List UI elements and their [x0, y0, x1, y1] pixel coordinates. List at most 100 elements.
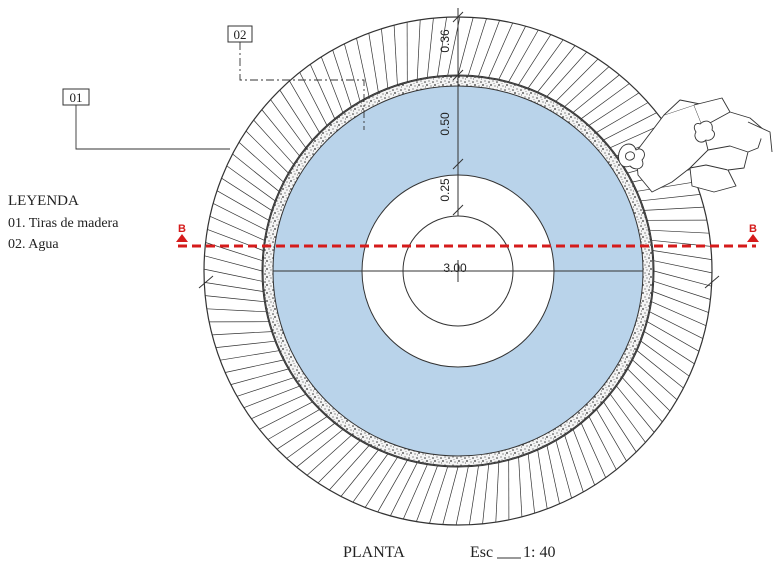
wood-slat	[212, 331, 272, 336]
wood-slat	[306, 435, 352, 476]
wood-slat	[610, 394, 646, 443]
wood-slat	[390, 462, 418, 516]
wood-slat	[637, 181, 696, 192]
wood-slat	[251, 393, 306, 420]
wood-slat	[478, 20, 500, 77]
wood-slat	[640, 194, 701, 202]
dim-label-center: 3.00	[443, 261, 467, 275]
wood-slat	[299, 72, 328, 126]
dim-tick-2	[452, 69, 464, 81]
wood-slat	[329, 445, 370, 491]
callout-label-01: 01	[70, 90, 83, 105]
wood-slat	[622, 377, 663, 423]
leader-line-02	[239, 42, 365, 130]
wood-slat	[205, 295, 265, 303]
wood-slats	[203, 16, 713, 526]
wood-slat	[344, 43, 361, 102]
wood-slat	[527, 453, 535, 514]
dim-label-mid: 0.50	[438, 112, 452, 136]
dim-label-inner: 0.25	[438, 178, 452, 202]
wood-slat	[581, 83, 630, 119]
dim-label-top: 0.36	[438, 29, 452, 53]
wood-slat	[232, 153, 280, 192]
wood-slat	[653, 260, 713, 274]
wood-slat	[226, 165, 276, 202]
dim-tick-4	[452, 204, 464, 216]
wood-slat	[647, 321, 700, 352]
wood-slat	[442, 466, 459, 525]
wood-slat	[518, 457, 523, 517]
wood-slat	[546, 445, 560, 504]
wood-slat	[649, 229, 710, 234]
legend-item-02: 02. Agua	[8, 237, 59, 252]
wood-slat	[221, 177, 272, 211]
wood-slat	[632, 359, 678, 400]
legend-item-01: 01. Tiras de madera	[8, 216, 119, 231]
wood-slat	[495, 462, 500, 523]
scale-value: 1: 40	[523, 544, 555, 561]
wood-slat	[644, 206, 704, 211]
scale-label: Esc	[470, 544, 493, 561]
wood-slat	[204, 255, 263, 272]
wood-slat	[426, 18, 434, 78]
wood-slat	[261, 109, 300, 157]
wood-slat	[206, 308, 267, 313]
wood-slat	[546, 51, 587, 97]
wood-slat	[416, 19, 421, 80]
wood-slat	[209, 215, 265, 241]
wood-slat	[243, 385, 300, 409]
wood-slat	[603, 401, 637, 453]
wood-slat	[429, 466, 449, 524]
wood-slat	[596, 102, 649, 133]
wood-slat	[457, 17, 474, 76]
view-title: PLANTA	[343, 544, 405, 561]
wood-slat	[393, 25, 398, 85]
wood-slat	[482, 464, 490, 524]
wood-slat	[644, 331, 695, 365]
wood-slat	[356, 38, 370, 97]
wood-slat	[204, 282, 264, 292]
wood-slat	[245, 130, 289, 174]
section-marker-left-icon	[176, 234, 188, 242]
wood-slat	[627, 368, 671, 412]
wood-slat	[616, 385, 655, 433]
wood-slat	[402, 464, 428, 520]
wood-slat	[518, 34, 552, 85]
callout-label-02: 02	[234, 27, 247, 42]
plant-sketch	[618, 97, 773, 193]
wood-slat	[653, 270, 712, 287]
wood-slat	[651, 301, 707, 327]
wood-slat	[603, 112, 657, 141]
wood-slat	[381, 28, 389, 89]
wood-slat	[340, 449, 379, 497]
wood-slat	[270, 99, 306, 148]
wood-slat	[216, 190, 269, 221]
wood-slat	[652, 291, 709, 313]
wood-slat	[508, 29, 539, 82]
wood-slat	[205, 242, 263, 262]
wood-slat	[279, 89, 313, 141]
wood-slat	[572, 429, 596, 486]
wood-slat	[377, 460, 408, 513]
wood-slat	[537, 450, 548, 509]
diameter-tick-right	[704, 275, 720, 289]
wood-slat	[225, 359, 284, 373]
wood-slat	[564, 435, 584, 493]
section-label-right: B	[749, 223, 757, 235]
wood-slat	[640, 340, 690, 377]
wood-slat	[267, 409, 320, 440]
wood-slat	[259, 401, 313, 430]
wood-slat	[580, 423, 607, 478]
wood-slat	[253, 119, 294, 165]
wood-slat	[437, 17, 447, 77]
wood-slat	[352, 453, 389, 503]
wood-slat	[276, 416, 328, 450]
wood-slat	[652, 250, 712, 260]
dim-tick-1	[452, 11, 464, 23]
wood-slat	[368, 33, 379, 92]
wood-slat	[238, 142, 284, 183]
wood-slat	[332, 49, 352, 107]
wood-slat	[220, 350, 279, 361]
wood-slat	[213, 203, 267, 231]
